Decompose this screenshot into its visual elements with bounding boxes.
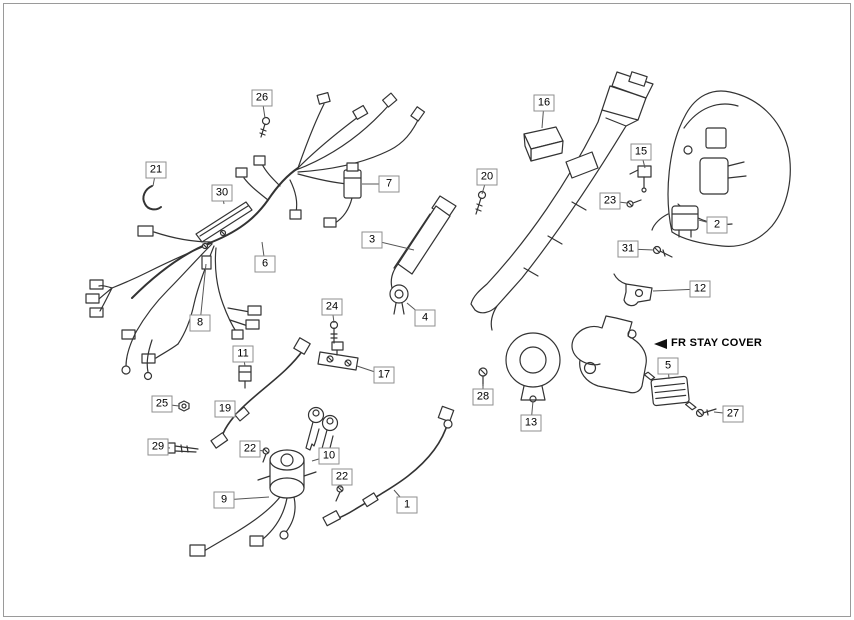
part-label-13: 13 — [520, 414, 542, 432]
part-label-8: 8 — [189, 314, 211, 332]
part-label-29: 29 — [147, 438, 169, 456]
part-label-20: 20 — [476, 168, 498, 186]
part-11 — [238, 365, 252, 389]
fr-stay-bracket — [571, 315, 647, 394]
part-5-regulator — [643, 371, 697, 411]
part-label-7: 7 — [378, 175, 400, 193]
part-19-cable — [210, 337, 311, 449]
ignition-coil — [389, 195, 457, 315]
part-label-11: 11 — [232, 345, 254, 363]
part-25-nut — [178, 400, 190, 412]
part-7-connector — [343, 162, 362, 199]
part-28-bolt — [478, 367, 488, 387]
part-label-22: 22 — [239, 440, 261, 458]
part-label-24: 24 — [321, 298, 343, 316]
part-label-31: 31 — [617, 240, 639, 258]
part-label-27: 27 — [722, 405, 744, 423]
fr-stay-arrow — [654, 339, 667, 349]
part-label-3: 3 — [361, 231, 383, 249]
fr-stay-cover-annotation: FR STAY COVER — [671, 337, 763, 349]
part-23-bolt — [626, 199, 642, 208]
ignition-switch — [189, 449, 317, 557]
part-16-box — [523, 126, 564, 162]
part-15 — [629, 165, 652, 193]
part-27-screw — [695, 408, 717, 418]
part-label-26: 26 — [251, 89, 273, 107]
wire-harness-drawing — [85, 91, 426, 381]
part-26-bolt — [259, 116, 271, 138]
part-13-grommet — [505, 332, 561, 403]
part-label-28: 28 — [472, 388, 494, 406]
part-12-bracket — [613, 273, 653, 307]
part-label-2: 2 — [706, 216, 728, 234]
part-24-screw — [329, 320, 339, 344]
part-30-bracket — [195, 201, 253, 250]
part-label-19: 19 — [214, 400, 236, 418]
frame-member — [470, 71, 654, 331]
part-2-relay — [671, 205, 699, 238]
part-label-4: 4 — [414, 309, 436, 327]
part-label-1: 1 — [396, 496, 418, 514]
leader-line-8 — [199, 263, 207, 324]
part-21-clip — [142, 185, 162, 211]
part-label-25: 25 — [151, 395, 173, 413]
part-22-screw-a — [262, 447, 270, 463]
part-label-23: 23 — [599, 192, 621, 210]
part-label-5: 5 — [657, 357, 679, 375]
part-label-6: 6 — [254, 255, 276, 273]
part-label-30: 30 — [211, 184, 233, 202]
part-label-16: 16 — [533, 94, 555, 112]
part-31-bolt — [652, 245, 673, 258]
part-label-15: 15 — [630, 143, 652, 161]
part-label-10: 10 — [318, 447, 340, 465]
part-29-bolt — [167, 442, 199, 454]
part-label-12: 12 — [689, 280, 711, 298]
part-17-bracket — [317, 341, 359, 371]
part-20-bolt — [475, 190, 487, 215]
part-label-21: 21 — [145, 161, 167, 179]
part-label-9: 9 — [213, 491, 235, 509]
part-22-screw-b — [335, 485, 344, 502]
part-label-22: 22 — [331, 468, 353, 486]
ignition-keys — [305, 406, 339, 459]
rear-cover — [651, 90, 791, 247]
part-label-17: 17 — [373, 366, 395, 384]
part-1-cable — [322, 405, 455, 527]
